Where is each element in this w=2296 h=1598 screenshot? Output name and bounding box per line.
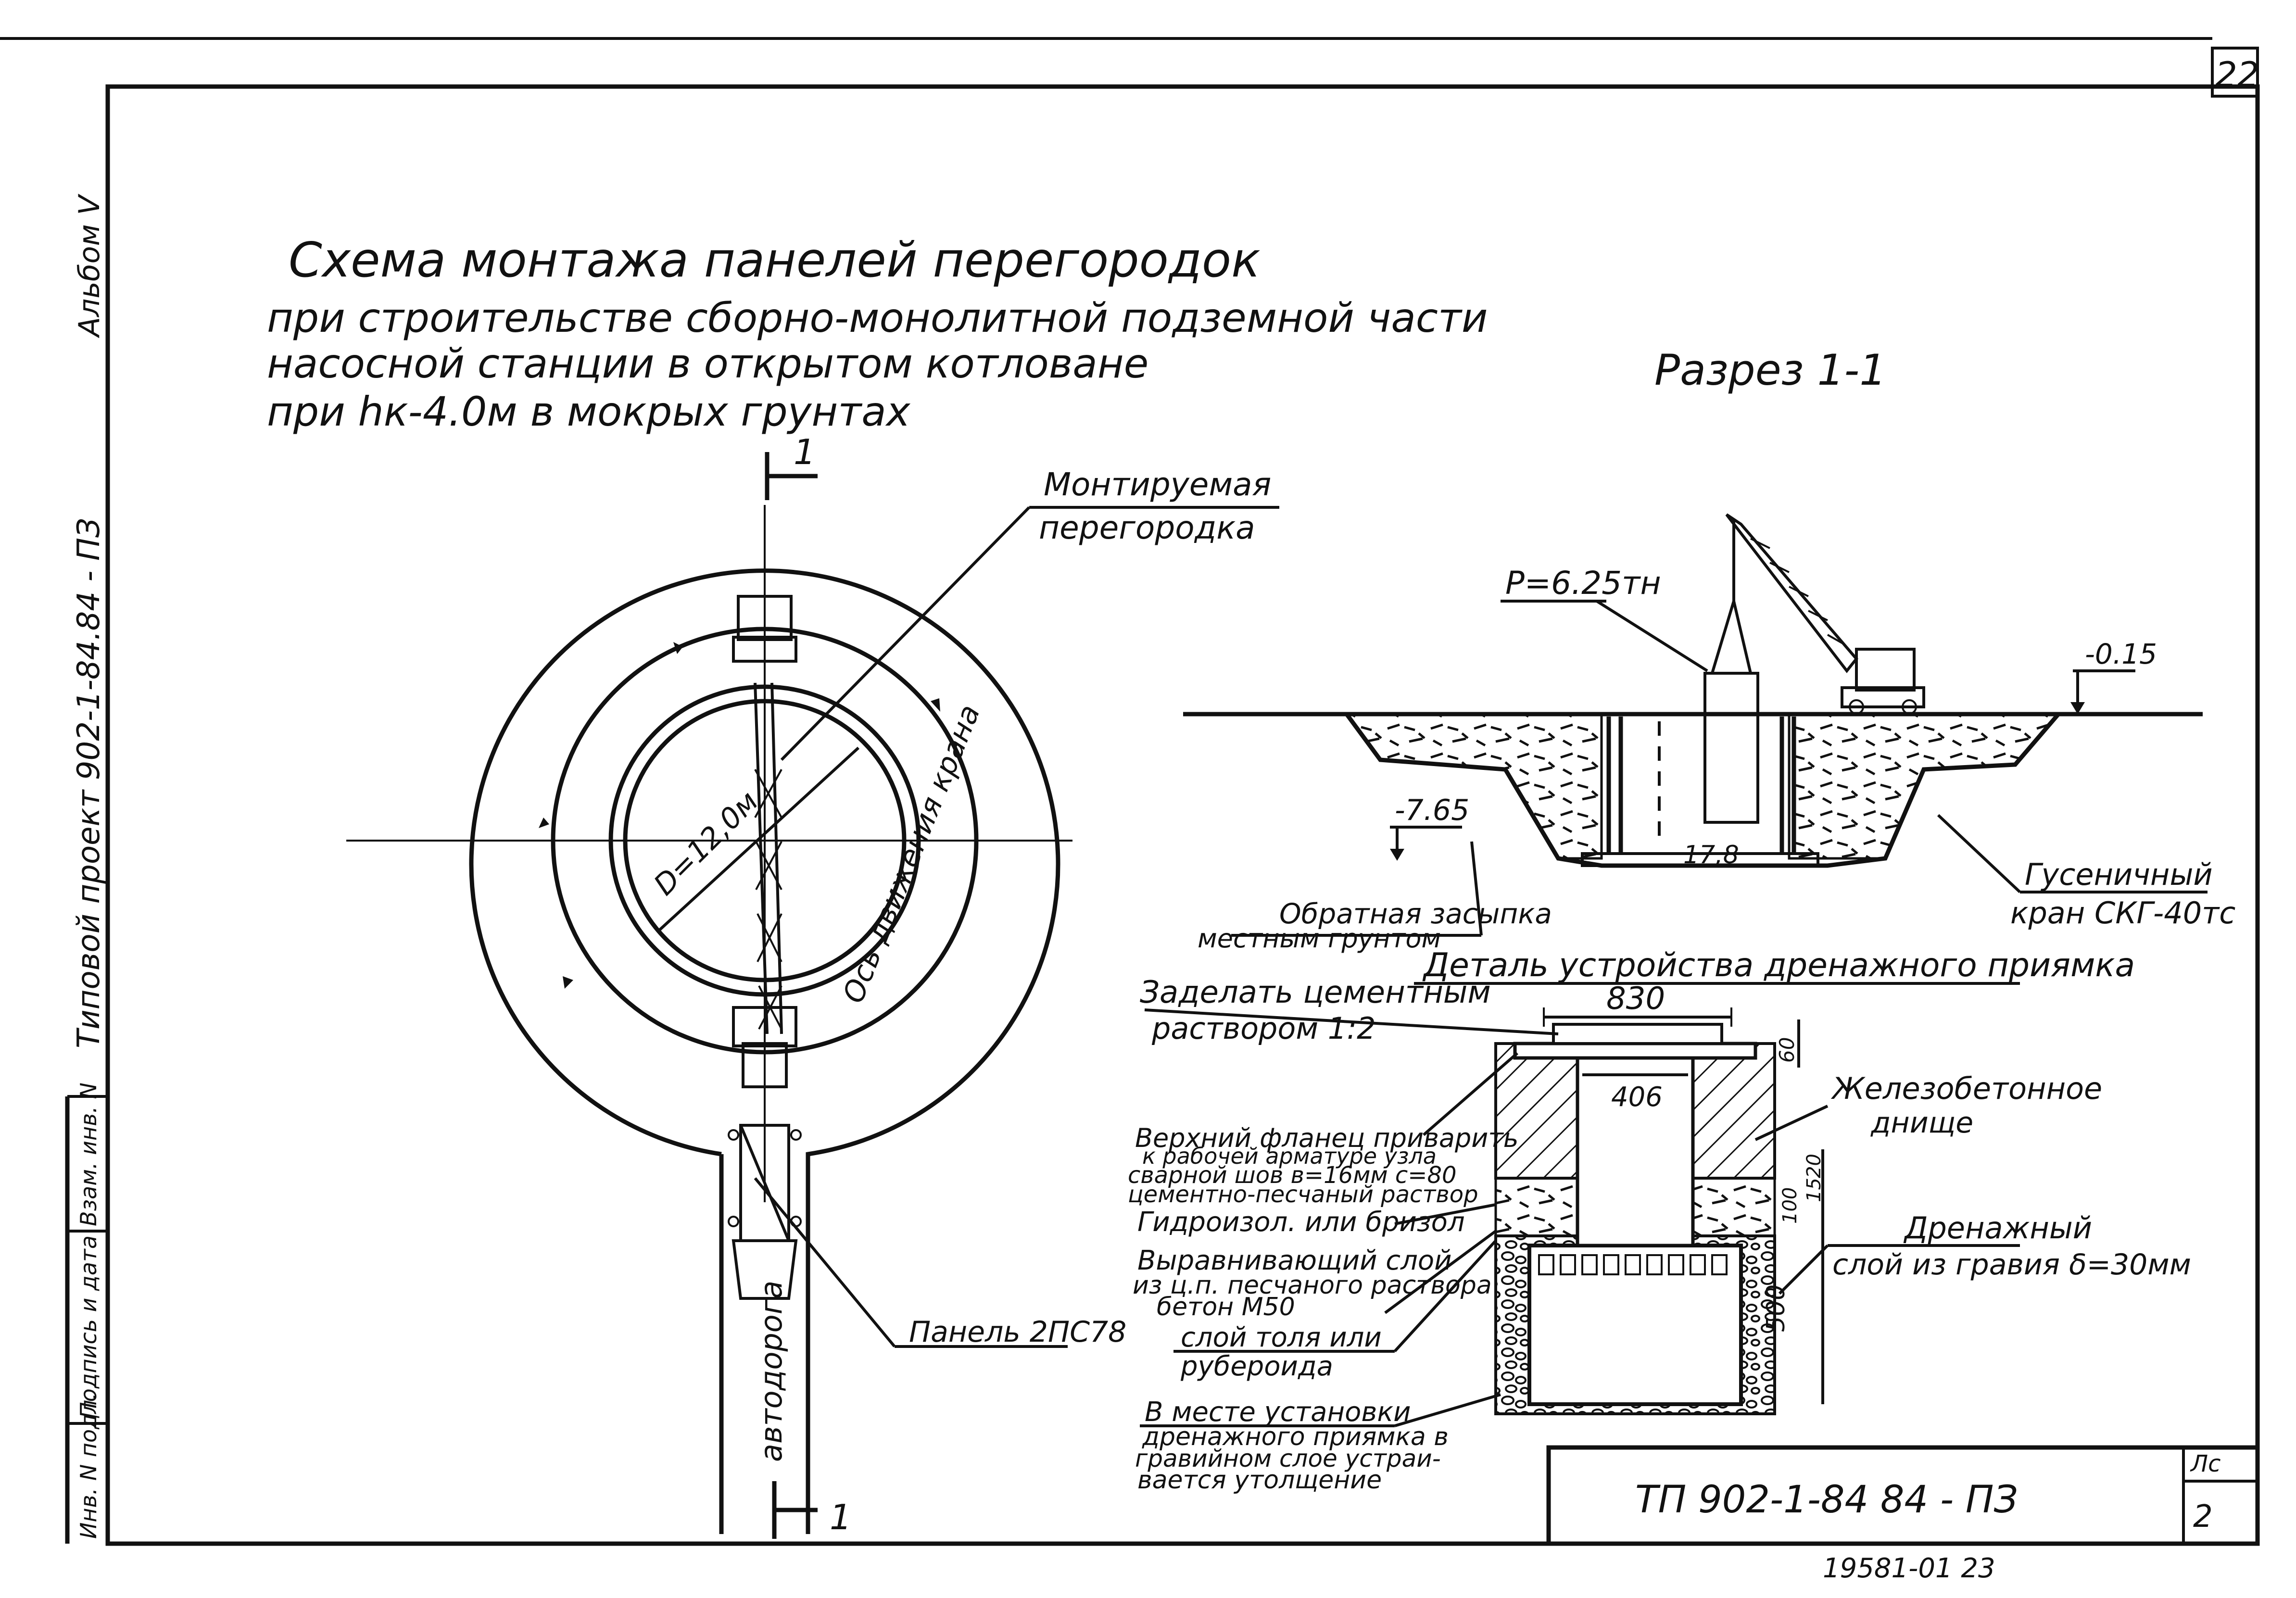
road-label: автодорога [754,1281,789,1462]
detail-right-labels: Железобетонное днище Дренажный слой из г… [1754,1071,2191,1295]
section-view: Разрез 1-1 P=6.25т [1183,345,2235,954]
crawler-crane [1703,513,1925,824]
dim-stack: 20 15 100 500 [1762,1149,1825,1404]
svg-text:830: 830 [1606,981,1665,1017]
stamp: ТП 902-1-84 84 - ПЗ Лс 2 [1546,1445,2260,1546]
svg-text:местным грунтом: местным грунтом [1198,923,1441,954]
project-title-vertical: Типовой проект 902-1-84.84 - ПЗ [71,518,107,1048]
section-mark-top: 1 [765,432,818,500]
load-callout: P=6.25тн [1501,565,1708,672]
svg-text:перегородка: перегородка [1039,509,1255,546]
field-signature-vertical: Подпись и дата [76,1235,101,1419]
title-line-4: при hк-4.0м в мокрых грунтах [267,388,911,435]
svg-text:17,8: 17,8 [1683,841,1739,869]
svg-text:днище: днище [1870,1106,1973,1140]
side-margin: Типовой проект 902-1-84.84 - ПЗ Альбом V… [65,193,108,1544]
pump-station-walls [1581,717,1819,867]
bottom-number: 19581-01 23 [1823,1553,1995,1584]
svg-text:Обратная засыпка: Обратная засыпка [1279,897,1552,930]
svg-text:P=6.25тн: P=6.25тн [1505,565,1661,602]
backfill-callout: Обратная засыпка местным грунтом [1198,841,1552,954]
title-line-3: насосной станции в открытом котловане [267,340,1148,387]
svg-text:15: 15 [1803,1178,1825,1202]
pit-sleeve [1576,1042,1695,1247]
svg-text:Панель 2ПС78: Панель 2ПС78 [909,1315,1126,1349]
dim-830: 830 [1543,981,1732,1027]
svg-text:20: 20 [1803,1154,1825,1178]
svg-text:60: 60 [1775,1037,1799,1063]
stamp-sheet-label: Лс [2190,1450,2220,1477]
top-flange [1513,1042,1757,1060]
svg-text:Гидроизол. или бризол: Гидроизол. или бризол [1137,1207,1465,1238]
svg-text:Дренажный: Дренажный [1903,1210,2092,1246]
soil-backfill-left [1344,713,1603,860]
svg-text:В месте установки: В месте установки [1145,1397,1411,1428]
svg-text:1: 1 [830,1497,852,1537]
callout-panel: Панель 2ПС78 [754,1177,1126,1349]
dim-60: 60 [1775,1019,1800,1068]
svg-text:бетон М50: бетон М50 [1157,1293,1295,1321]
crane-bottom-position [732,1006,797,1088]
drain-pit-detail: Деталь устройства дренажного приямка 830 [1128,946,2191,1495]
stamp-sheet-value: 2 [2193,1499,2213,1535]
concrete-bottom-right [1691,1042,1776,1180]
sheet-number: 22 [2215,54,2259,95]
crane-path-label: Ось движения крана [836,700,987,1008]
detail-left-labels: Заделать цементным раствором 1:2 Верхний… [1128,975,1559,1495]
svg-text:к рабочей арматуре узла: к рабочей арматуре узла [1142,1143,1437,1169]
svg-text:цементно-песчаный раствор: цементно-песчаный раствор [1128,1181,1478,1208]
svg-text:406: 406 [1611,1082,1663,1113]
svg-text:500: 500 [1762,1284,1791,1332]
title-line-2: при строительстве сборно-монолитной подз… [267,294,1488,341]
callout-partition: Монтируемая перегородка [780,466,1279,761]
crane-path-axis [551,627,979,1055]
svg-text:слой толя или: слой толя или [1181,1322,1382,1353]
panel-truck [728,1124,802,1300]
svg-text:из ц.п. песчаного раствора: из ц.п. песчаного раствора [1133,1271,1492,1300]
svg-text:100: 100 [1779,1187,1801,1224]
svg-text:сварной шов в=16мм с=80: сварной шов в=16мм с=80 [1128,1162,1457,1189]
field-inv-vertical: Инв. N подл. [76,1393,101,1539]
plan-view: 1 D=12,0м Ось движения крана [346,432,1279,1539]
svg-text:Монтируемая: Монтируемая [1044,466,1271,503]
svg-text:Выравнивающий слой: Выравнивающий слой [1137,1245,1452,1276]
width-dimension: 17,8 [1582,841,1818,869]
section-title: Разрез 1-1 [1654,345,1886,395]
crane-callout: Гусеничный кран СКГ-40тс [1937,814,2235,931]
diameter-line [657,746,860,932]
svg-text:слой из гравия δ=30мм: слой из гравия δ=30мм [1832,1248,2191,1282]
signature-vertical: Альбом V [73,193,106,339]
detail-title: Деталь устройства дренажного приямка [1422,946,2135,984]
level-bottom: -7.65 [1390,793,1469,861]
soil-backfill-right [1788,713,2061,860]
stamp-designation: ТП 902-1-84 84 - ПЗ [1635,1478,2018,1522]
svg-text:1: 1 [794,432,816,472]
crane-top-position [732,595,797,692]
diameter-label: D=12,0м [647,784,765,902]
crane-path-arrows [539,642,940,989]
svg-text:гравийном слое устраи-: гравийном слое устраи- [1135,1445,1441,1472]
sheet-frame: 22 [0,37,2260,1546]
pit-grille [1538,1254,1728,1275]
dim-406: 406 [1582,1073,1688,1113]
svg-text:вается утолщение: вается утолщение [1137,1466,1382,1495]
svg-text:-7.65: -7.65 [1395,793,1469,827]
concrete-bottom-left [1494,1042,1579,1180]
svg-text:Гусеничный: Гусеничный [2025,857,2213,892]
svg-text:Железобетонное: Железобетонное [1830,1071,2102,1106]
svg-text:Верхний фланец приварить: Верхний фланец приварить [1135,1123,1519,1153]
field-replace-vertical: Взам. инв. N [76,1082,101,1226]
cover-plate [1552,1023,1723,1045]
section-mark-bottom: 1 [772,1481,852,1539]
svg-text:кран СКГ-40тс: кран СКГ-40тс [2010,895,2235,931]
title-line-1: Схема монтажа панелей перегородок [289,232,1261,288]
crane-ring-outer [469,568,1060,1534]
level-top: -0.15 [2070,638,2157,714]
svg-text:-0.15: -0.15 [2085,638,2157,670]
svg-text:рубероида: рубероида [1180,1351,1333,1382]
title-block: Схема монтажа панелей перегородок при ст… [267,232,1488,435]
svg-text:Заделать цементным: Заделать цементным [1140,975,1491,1010]
